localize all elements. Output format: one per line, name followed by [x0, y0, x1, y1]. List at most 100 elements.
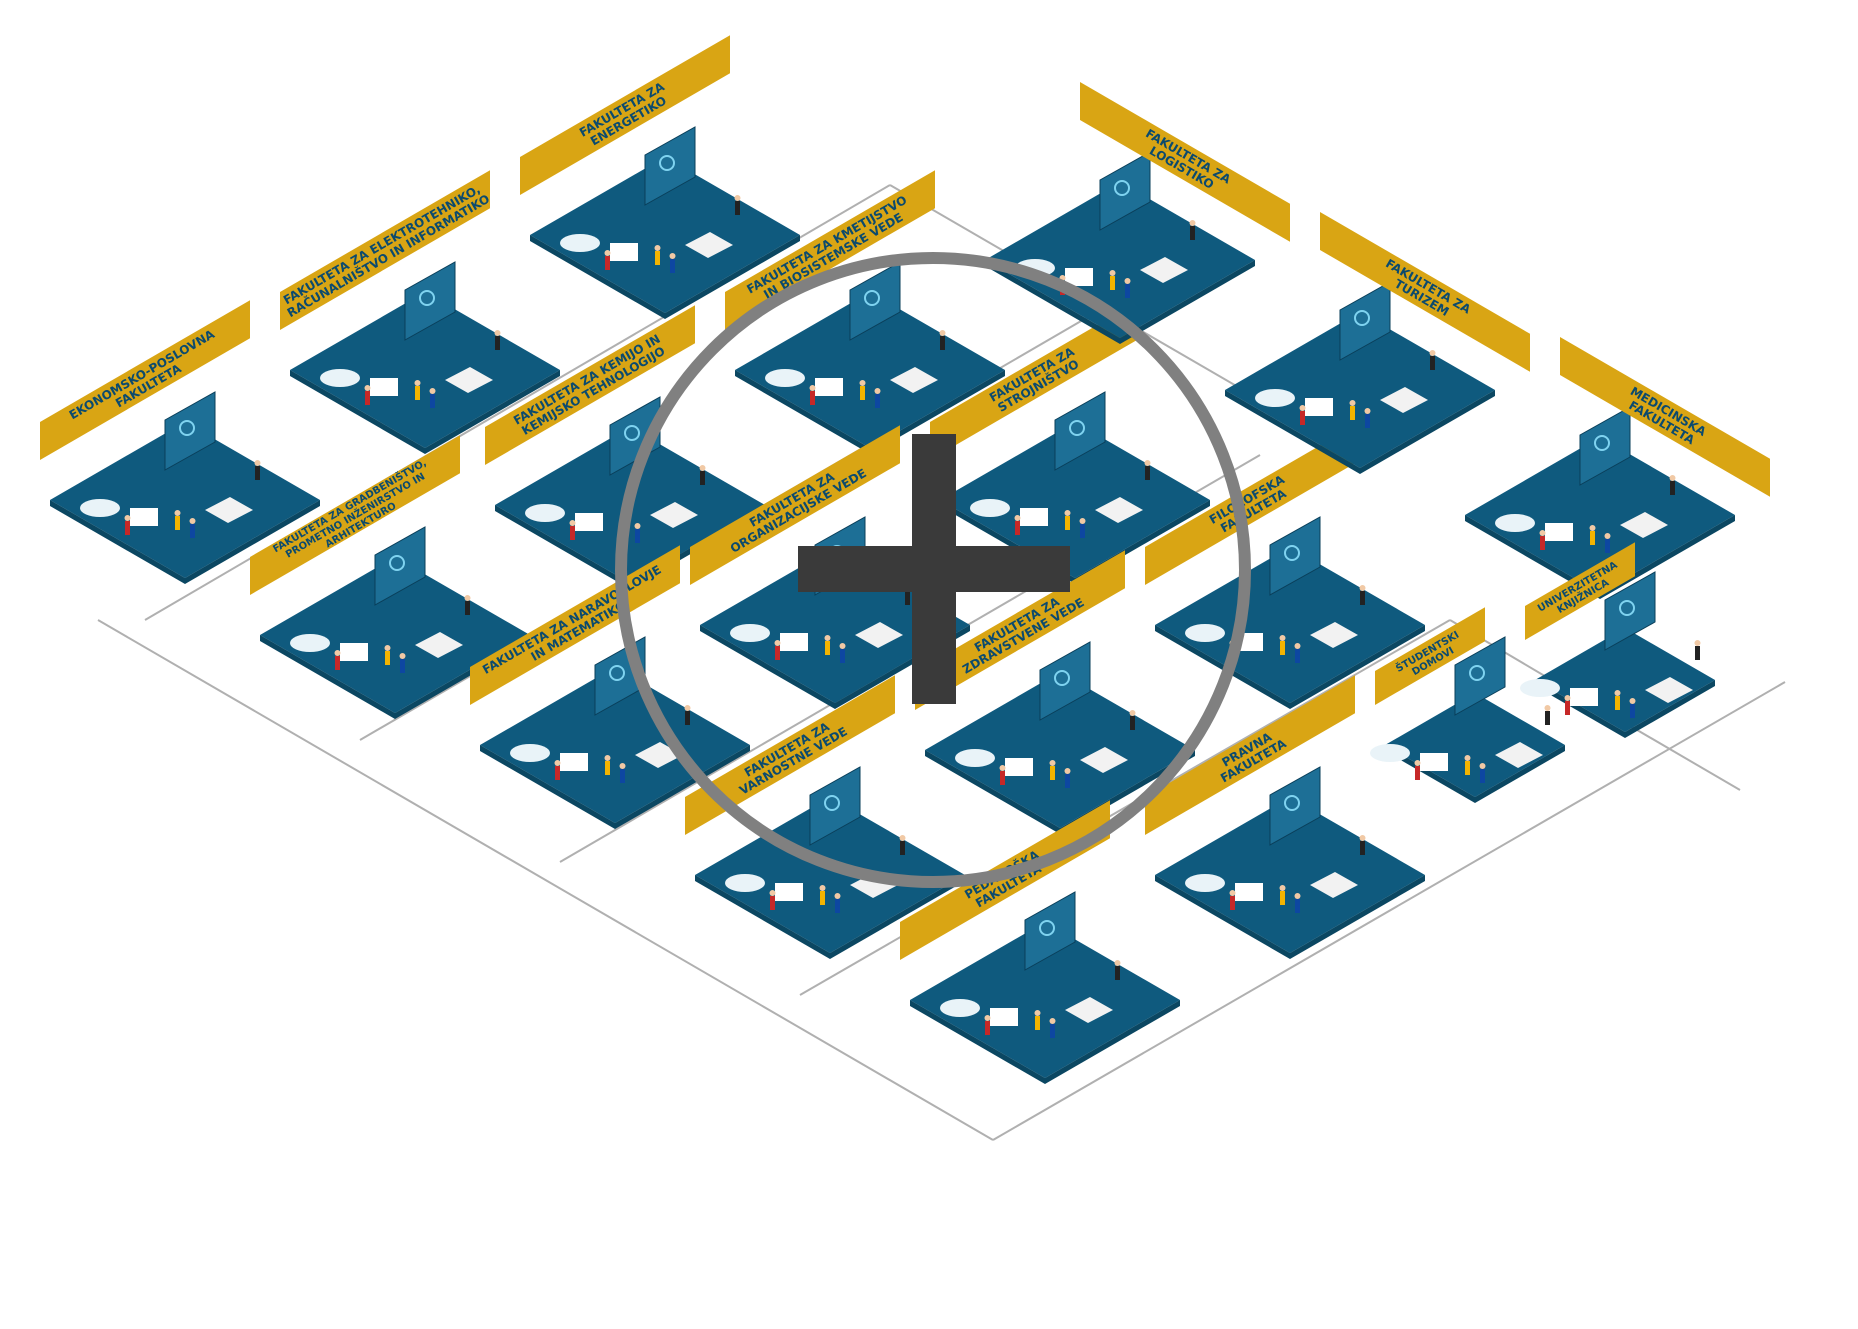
booth-display-wall — [164, 391, 216, 471]
booth-banner[interactable] — [1145, 425, 1355, 585]
visitor-figure — [1295, 649, 1300, 663]
visitor-head — [1694, 640, 1701, 646]
visitor-figure — [1280, 641, 1285, 655]
visitor-figure — [1230, 896, 1235, 910]
booth-floor-edge — [1385, 745, 1475, 803]
visitor-figure — [775, 646, 780, 660]
booth-banner[interactable] — [915, 550, 1125, 710]
booth-screen-icon — [419, 290, 435, 306]
visitor-head — [1064, 768, 1071, 774]
booth-banner[interactable] — [725, 170, 935, 330]
booth-banner[interactable] — [1145, 675, 1355, 835]
visitor-figure — [835, 899, 840, 913]
visitor-figure — [1350, 406, 1355, 420]
visitor-figure — [670, 259, 675, 273]
visitor-head — [429, 388, 436, 394]
booth-banner[interactable] — [1320, 212, 1530, 372]
visitor-head — [839, 643, 846, 649]
visitor-head — [1079, 518, 1086, 524]
zoom-in-plus-icon-bar[interactable] — [798, 546, 1070, 592]
booth-banner[interactable] — [40, 300, 250, 460]
booth-counter — [1005, 758, 1033, 776]
booth-floor-edge — [1535, 680, 1625, 738]
visitor-figure — [1125, 284, 1130, 298]
booth-floor-edge — [1290, 875, 1425, 959]
visitor-figure — [1280, 891, 1285, 905]
visitor-head — [364, 385, 371, 391]
booth-floor[interactable] — [1535, 628, 1715, 732]
booth-floor-edge — [910, 1000, 1045, 1084]
booth-counter — [990, 1008, 1018, 1026]
booth-floor-edge — [665, 235, 800, 319]
booth-banner[interactable] — [1080, 82, 1290, 242]
visitor-figure — [1110, 276, 1115, 290]
booth-floor-edge — [925, 750, 1060, 834]
visitor-head — [1064, 510, 1071, 516]
booth-table — [445, 367, 493, 393]
visitor-figure — [655, 251, 660, 265]
booth-reception-desk — [1370, 744, 1410, 762]
booth-counter — [340, 643, 368, 661]
visitor-head — [1629, 698, 1636, 704]
booth-banner[interactable] — [520, 35, 730, 196]
visitor-figure — [465, 601, 470, 615]
booth-banner[interactable] — [900, 800, 1110, 960]
visitor-head — [1414, 760, 1421, 766]
booth-banner[interactable] — [1375, 607, 1485, 705]
visitor-figure — [415, 386, 420, 400]
booth-display-wall — [404, 261, 456, 341]
booth-reception-desk — [725, 874, 765, 892]
booth-floor[interactable] — [1385, 693, 1565, 797]
booth-reception-desk — [1255, 389, 1295, 407]
visitor-head — [1144, 460, 1151, 466]
booth-banner[interactable] — [485, 305, 695, 465]
booth-logistika[interactable]: FAKULTETA ZALOGISTIKO — [985, 82, 1290, 344]
booth-medicinska[interactable]: MEDICINSKAFAKULTETA — [1465, 337, 1770, 599]
visitor-head — [1124, 278, 1131, 284]
booth-reception-desk — [955, 749, 995, 767]
visitor-head — [494, 330, 501, 336]
zoom-ring[interactable] — [615, 252, 1251, 888]
visitor-head — [774, 640, 781, 646]
booth-banner[interactable] — [280, 170, 490, 330]
booth-table — [415, 632, 463, 658]
booth-pedagoska[interactable]: PEDAGOŠKAFAKULTETA — [900, 800, 1180, 1084]
booth-counter — [1570, 688, 1598, 706]
visitor-figure — [905, 591, 910, 605]
visitor-head — [1279, 885, 1286, 891]
visitor-figure — [810, 391, 815, 405]
booth-banner[interactable] — [470, 545, 680, 705]
visitor-figure — [1050, 766, 1055, 780]
booth-floor-edge — [1290, 625, 1425, 709]
booth-floor-edge — [870, 370, 1005, 454]
booth-banner[interactable] — [930, 300, 1140, 460]
visitor-figure — [1545, 711, 1550, 725]
visitor-head — [384, 645, 391, 651]
visitor-figure — [1145, 466, 1150, 480]
visitor-head — [699, 465, 706, 471]
visitor-head — [1564, 695, 1571, 701]
visitor-head — [464, 595, 471, 601]
booth-banner-label: FAKULTETA ZA ELEKTROTEHNIKO,RAČUNALNIŠTV… — [278, 180, 492, 320]
booth-turizem[interactable]: FAKULTETA ZATURIZEM — [1225, 212, 1530, 474]
booth-pravna[interactable]: PRAVNAFAKULTETA — [1145, 675, 1425, 959]
booth-reception-desk — [1495, 514, 1535, 532]
booth-counter — [1305, 398, 1333, 416]
booth-counter — [1065, 268, 1093, 286]
visitor-figure — [175, 516, 180, 530]
booth-table — [1140, 257, 1188, 283]
visitor-head — [1049, 1018, 1056, 1024]
booth-banner[interactable] — [685, 675, 895, 835]
visitor-figure — [840, 649, 845, 663]
visitor-figure — [1605, 539, 1610, 553]
booth-reception-desk — [290, 634, 330, 652]
booth-banner[interactable] — [250, 435, 460, 595]
booth-banner[interactable] — [1525, 542, 1635, 640]
visitor-head — [1614, 690, 1621, 696]
visitor-head — [809, 385, 816, 391]
booth-table — [205, 497, 253, 523]
booth-banner[interactable] — [690, 425, 900, 585]
visitor-figure — [365, 391, 370, 405]
zoom-in-button[interactable] — [615, 252, 1251, 888]
booth-banner[interactable] — [1560, 337, 1770, 497]
